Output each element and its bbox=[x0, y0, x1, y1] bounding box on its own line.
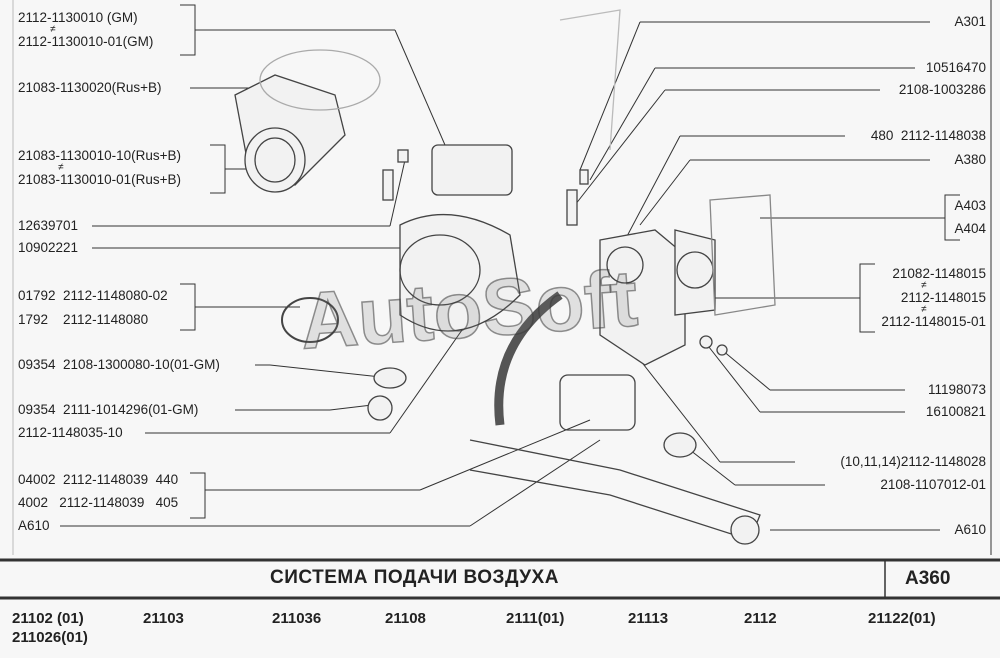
part-label[interactable]: 2112-1148035-10 bbox=[18, 425, 123, 440]
part-label[interactable]: 16100821 bbox=[925, 404, 986, 419]
part-label[interactable]: (10,11,14)2112-1148028 bbox=[840, 454, 986, 469]
model-label[interactable]: 21122(01) bbox=[868, 610, 936, 627]
model-label[interactable]: 21113 bbox=[628, 610, 669, 627]
part-label[interactable]: 10516470 bbox=[925, 60, 986, 75]
part-label[interactable]: 21082-1148015 bbox=[892, 266, 986, 281]
part-label[interactable]: A404 bbox=[954, 221, 986, 236]
part-label[interactable]: 09354 2111-1014296(01-GM) bbox=[18, 402, 199, 417]
part-label[interactable]: A610 bbox=[954, 522, 986, 537]
section-code: A360 bbox=[905, 568, 951, 589]
part-label[interactable]: 1792 2112-1148080 bbox=[18, 312, 149, 327]
part-label[interactable]: 2112-1148015-01 bbox=[881, 314, 986, 329]
part-label[interactable]: A301 bbox=[954, 14, 986, 29]
not-equal-icon: ≠ bbox=[58, 162, 64, 173]
model-label[interactable]: 2112 bbox=[744, 610, 777, 627]
part-label[interactable]: 09354 2108-1300080-10(01-GM) bbox=[18, 357, 220, 372]
part-label[interactable]: A610 bbox=[18, 518, 50, 533]
part-label[interactable]: 11198073 bbox=[927, 382, 986, 397]
not-equal-icon: ≠ bbox=[921, 304, 927, 315]
model-label[interactable]: 211026(01) bbox=[12, 629, 88, 646]
part-label[interactable]: 21083-1130020(Rus+B) bbox=[18, 80, 162, 95]
part-label[interactable]: A380 bbox=[954, 152, 986, 167]
part-label[interactable]: 01792 2112-1148080-02 bbox=[18, 288, 168, 303]
model-label[interactable]: 21102 (01) bbox=[12, 610, 84, 627]
part-label[interactable]: 12639701 bbox=[18, 218, 79, 233]
model-label[interactable]: 21103 bbox=[143, 610, 184, 627]
model-label[interactable]: 211036 bbox=[272, 610, 322, 627]
part-label[interactable]: 2108-1107012-01 bbox=[880, 477, 986, 492]
part-label[interactable]: 480 2112-1148038 bbox=[870, 128, 986, 143]
section-title: СИСТЕМА ПОДАЧИ ВОЗДУХА bbox=[270, 567, 559, 588]
part-label[interactable]: 04002 2112-1148039 440 bbox=[18, 472, 179, 487]
not-equal-icon: ≠ bbox=[921, 280, 927, 291]
not-equal-icon: ≠ bbox=[50, 24, 56, 35]
part-label[interactable]: 2112-1130010-01(GM) bbox=[18, 34, 154, 49]
part-label[interactable]: 2108-1003286 bbox=[898, 82, 986, 97]
part-label[interactable]: 2112-1148015 bbox=[900, 290, 986, 305]
part-label[interactable]: 21083-1130010-01(Rus+B) bbox=[18, 172, 181, 187]
part-label[interactable]: A403 bbox=[954, 198, 986, 213]
part-label[interactable]: 21083-1130010-10(Rus+B) bbox=[18, 148, 181, 163]
model-label[interactable]: 2111(01) bbox=[506, 610, 565, 627]
part-label[interactable]: 2112-1130010 (GM) bbox=[18, 10, 138, 25]
part-label[interactable]: 4002 2112-1148039 405 bbox=[18, 495, 179, 510]
model-label[interactable]: 21108 bbox=[385, 610, 426, 627]
part-label[interactable]: 10902221 bbox=[18, 240, 79, 255]
